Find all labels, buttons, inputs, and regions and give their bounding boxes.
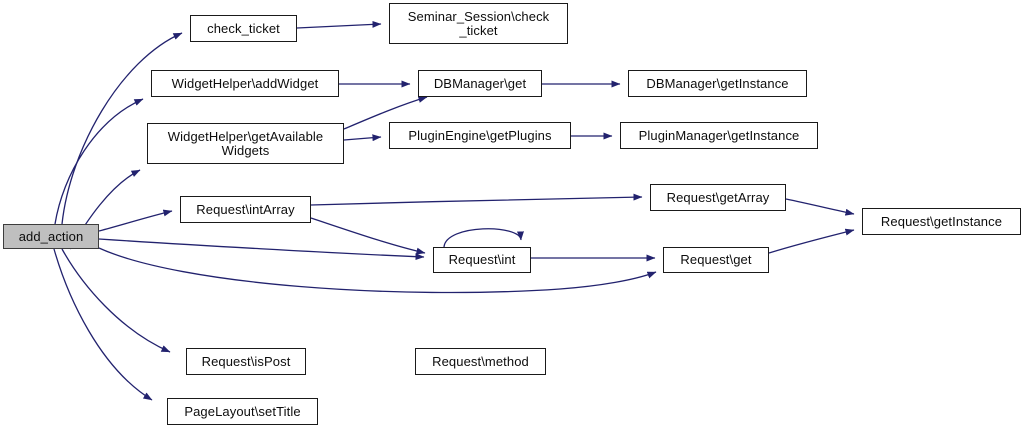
node-req_get_array[interactable]: Request\getArray (650, 184, 786, 211)
node-get_plugins[interactable]: PluginEngine\getPlugins (389, 122, 571, 149)
node-label-check_ticket: check_ticket (207, 20, 280, 36)
edge-add_action-to-req_get (98, 247, 657, 294)
edge-add_action-to-page_set_title (53, 248, 153, 401)
node-req_int[interactable]: Request\int (433, 247, 531, 273)
edge-check_ticket-to-seminar_check (296, 20, 382, 29)
node-req_get_instance[interactable]: Request\getInstance (862, 208, 1021, 235)
node-add_action[interactable]: add_action (3, 224, 99, 249)
node-label-req_get_instance: Request\getInstance (880, 213, 1003, 229)
node-label-req_method: Request\method (432, 353, 529, 369)
node-label-get_avail_widgets: WidgetHelper\getAvailable Widgets (167, 128, 324, 158)
edge-req_get-to-req_get_instance (768, 228, 855, 254)
node-label-add_widget: WidgetHelper\addWidget (171, 75, 319, 91)
node-label-get_plugins: PluginEngine\getPlugins (408, 127, 552, 143)
node-label-pm_get_instance: PluginManager\getInstance (638, 127, 800, 143)
node-label-req_int_array: Request\intArray (196, 201, 295, 217)
node-req_method[interactable]: Request\method (415, 348, 546, 375)
node-label-add_action: add_action (18, 228, 84, 244)
edge-req_get_array-to-req_get_instance (785, 198, 855, 216)
node-db_get_instance[interactable]: DBManager\getInstance (628, 70, 807, 97)
edge-req_int_array-to-req_get_array (310, 193, 643, 206)
node-label-page_set_title: PageLayout\setTitle (184, 403, 301, 419)
node-add_widget[interactable]: WidgetHelper\addWidget (151, 70, 339, 97)
node-page_set_title[interactable]: PageLayout\setTitle (167, 398, 318, 425)
node-label-seminar_check: Seminar_Session\check _ticket (407, 8, 550, 38)
node-label-req_get: Request\get (680, 252, 752, 267)
node-label-req_get_array: Request\getArray (666, 189, 770, 205)
edge-add_action-to-req_int_array (98, 209, 173, 232)
edge-get_avail_widgets-to-get_plugins (343, 134, 382, 142)
node-label-req_is_post: Request\isPost (201, 353, 291, 369)
node-label-req_int: Request\int (448, 252, 516, 267)
node-label-db_get_instance: DBManager\getInstance (646, 75, 789, 91)
node-seminar_check[interactable]: Seminar_Session\check _ticket (389, 3, 568, 44)
node-pm_get_instance[interactable]: PluginManager\getInstance (620, 122, 818, 149)
edge-add_action-to-req_is_post (61, 248, 171, 353)
node-check_ticket[interactable]: check_ticket (190, 15, 297, 42)
node-req_is_post[interactable]: Request\isPost (186, 348, 306, 375)
node-db_get[interactable]: DBManager\get (418, 70, 542, 97)
edge-req_int-to-req_int (443, 228, 524, 248)
node-req_int_array[interactable]: Request\intArray (180, 196, 311, 223)
node-req_get[interactable]: Request\get (663, 247, 769, 273)
edge-add_action-to-add_widget (54, 98, 144, 225)
node-get_avail_widgets[interactable]: WidgetHelper\getAvailable Widgets (147, 123, 344, 164)
node-label-db_get: DBManager\get (433, 75, 527, 91)
edge-req_int_array-to-req_int (310, 217, 426, 255)
edge-add_action-to-req_int (98, 238, 425, 261)
